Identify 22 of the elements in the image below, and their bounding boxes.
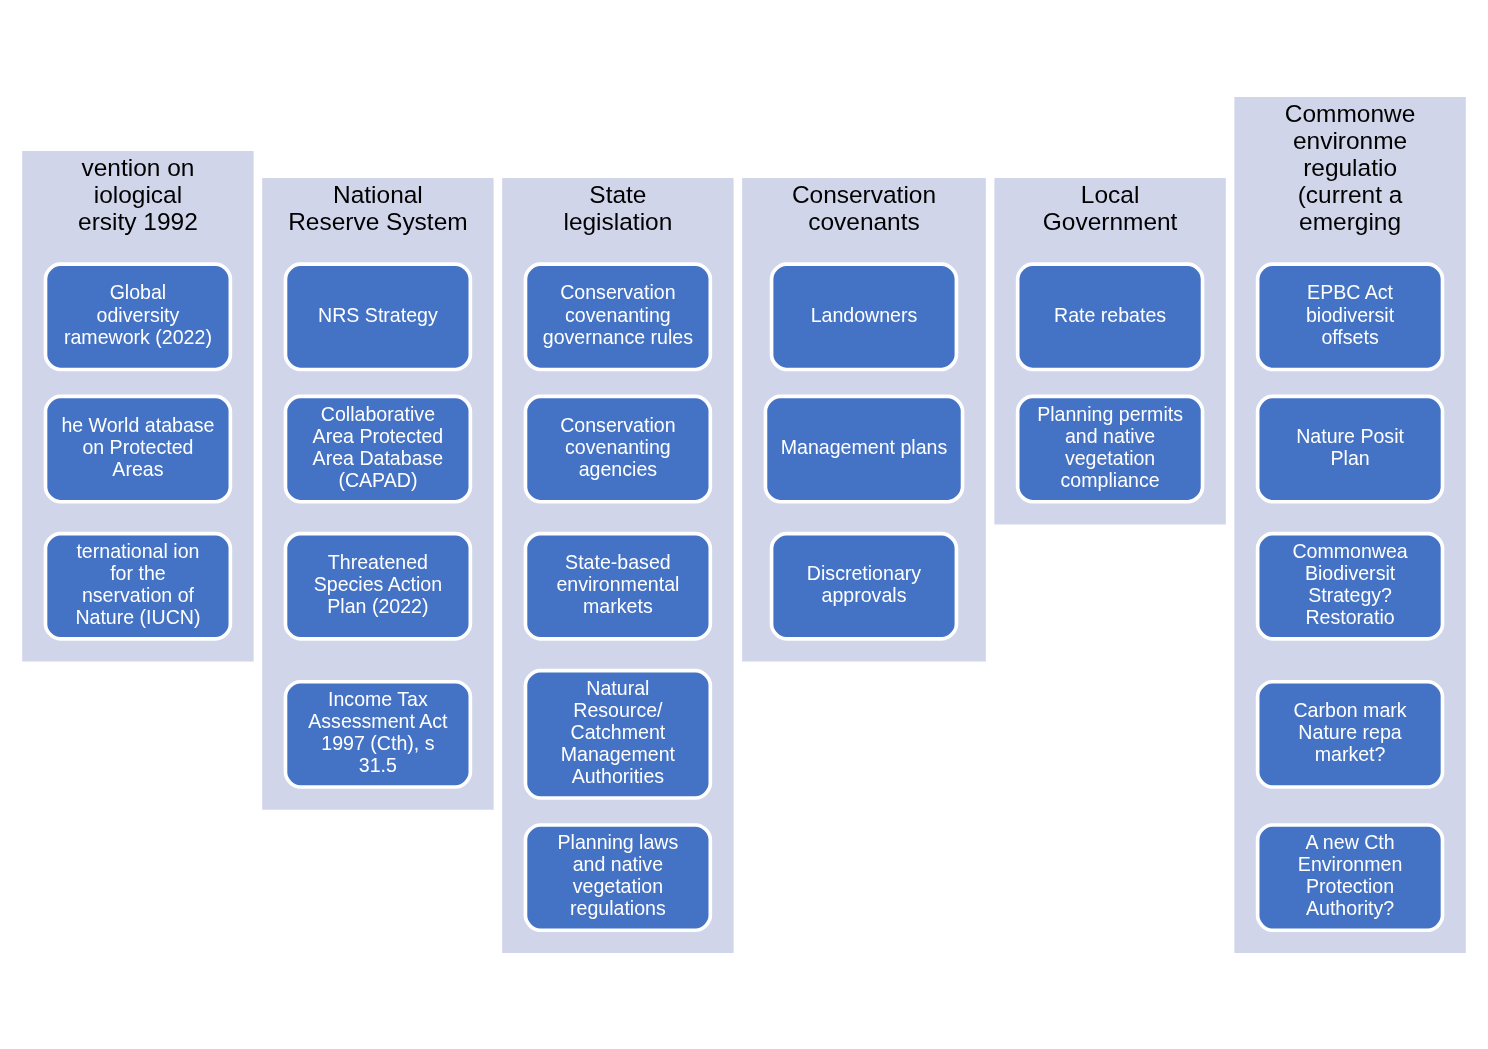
node-box: Discretionary approvals xyxy=(769,531,959,641)
node-box: Conservation covenanting governance rules xyxy=(523,261,713,371)
node-box: EPBC Act biodiversit offsets xyxy=(1255,261,1445,371)
node-box: State-based environmental markets xyxy=(523,531,713,641)
node-box: Planning laws and native vegetation regulations xyxy=(523,822,713,932)
node-box: Management plans xyxy=(763,394,965,504)
node-box: Planning permits and native vegetation compliance xyxy=(1015,394,1205,504)
node-box: Commonwea Biodiversit Strategy? Restoratio xyxy=(1255,531,1445,641)
node-box: Carbon mark Nature repa market? xyxy=(1255,679,1445,789)
node-box: Threatened Species Action Plan (2022) xyxy=(283,531,473,641)
node-box: Collaborative Area Protected Area Database (CAPAD) xyxy=(283,394,473,504)
node-box: Conservation covenanting agencies xyxy=(523,394,713,504)
node-box: Landowners xyxy=(769,261,959,371)
node-box: NRS Strategy xyxy=(283,261,473,371)
node-box: Global odiversity ramework (2022) xyxy=(43,261,233,371)
node-box: Rate rebates xyxy=(1015,261,1205,371)
node-box: ternational ion for the nservation of Nature (IUCN) xyxy=(43,531,233,641)
node-box: A new Cth Environmen Protection Authority? xyxy=(1255,822,1445,932)
node-box: Income Tax Assessment Act 1997 (Cth), s 31.5 xyxy=(283,679,473,789)
node-box: he World atabase on Protected Areas xyxy=(43,394,233,504)
node-box: Natural Resource/ Catchment Management Authorities xyxy=(523,668,713,800)
node-box: Nature Posit Plan xyxy=(1255,394,1445,504)
